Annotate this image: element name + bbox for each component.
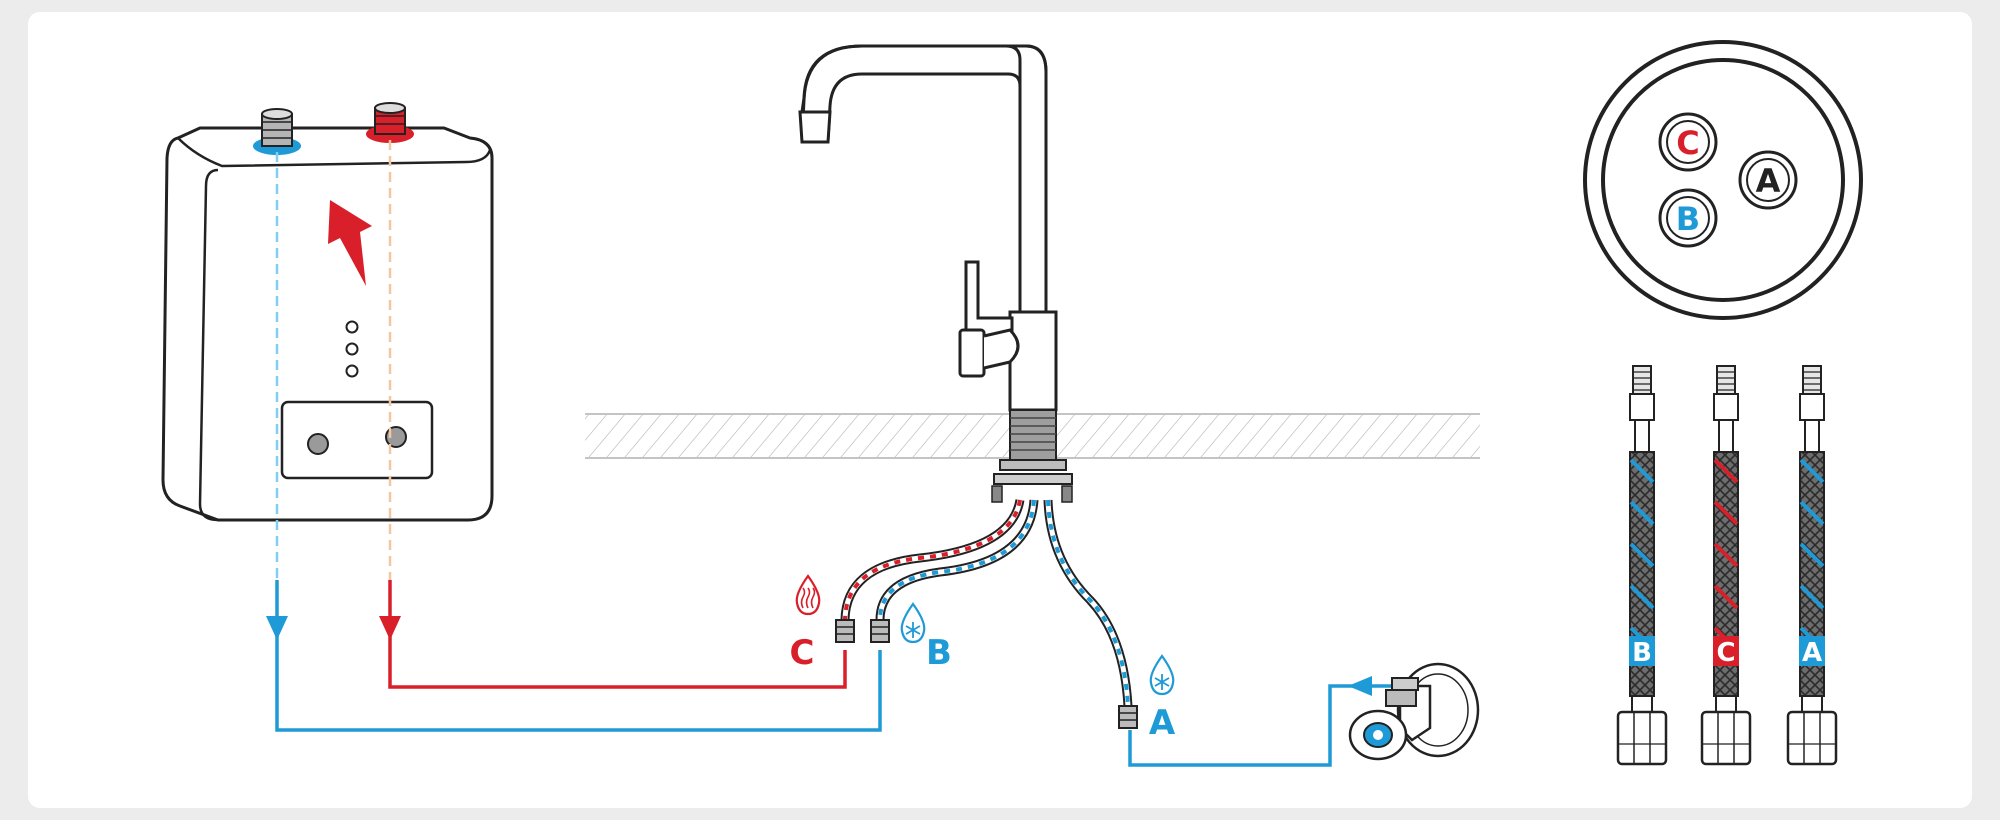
hot-water-drop-icon (795, 574, 821, 616)
base-port-b (1658, 188, 1718, 248)
lightning-bolt-icon (328, 200, 372, 286)
hot-flow-line (379, 580, 847, 689)
label-c: C (790, 633, 815, 673)
hose-label: B (1632, 638, 1652, 668)
cold-hose-b (870, 499, 1039, 643)
control-knob (307, 433, 329, 455)
water-heater (161, 102, 494, 522)
indicator-light (345, 342, 359, 356)
heater-cold-fitting (253, 108, 301, 155)
heater-hot-fitting (366, 102, 414, 143)
supply-hose-a (1043, 499, 1138, 729)
cold-water-drop-icon (1149, 654, 1175, 696)
indicator-light (345, 364, 359, 378)
faucet-base-view: C B A (1583, 40, 1863, 320)
hose-c: C (1700, 365, 1752, 766)
label-b: B (926, 633, 952, 673)
base-label-c: C (1676, 124, 1699, 162)
angle-stop-valve (1348, 662, 1480, 761)
cold-flow-line (266, 580, 882, 732)
base-port-c (1658, 112, 1718, 172)
base-port-a (1738, 150, 1798, 210)
supply-flow-line (1128, 676, 1395, 767)
indicator-light (345, 320, 359, 334)
hose-label: C (1716, 638, 1735, 668)
base-label-b: B (1676, 200, 1700, 238)
label-a: A (1149, 703, 1176, 743)
kitchen-faucet (798, 44, 1073, 503)
cold-water-drop-icon (900, 602, 926, 644)
hose-label: A (1802, 638, 1822, 668)
hose-a: A (1786, 365, 1838, 766)
control-panel (280, 400, 434, 480)
base-label-a: A (1756, 162, 1781, 200)
hose-b: B (1616, 365, 1668, 766)
hot-hose-c (835, 499, 1025, 643)
